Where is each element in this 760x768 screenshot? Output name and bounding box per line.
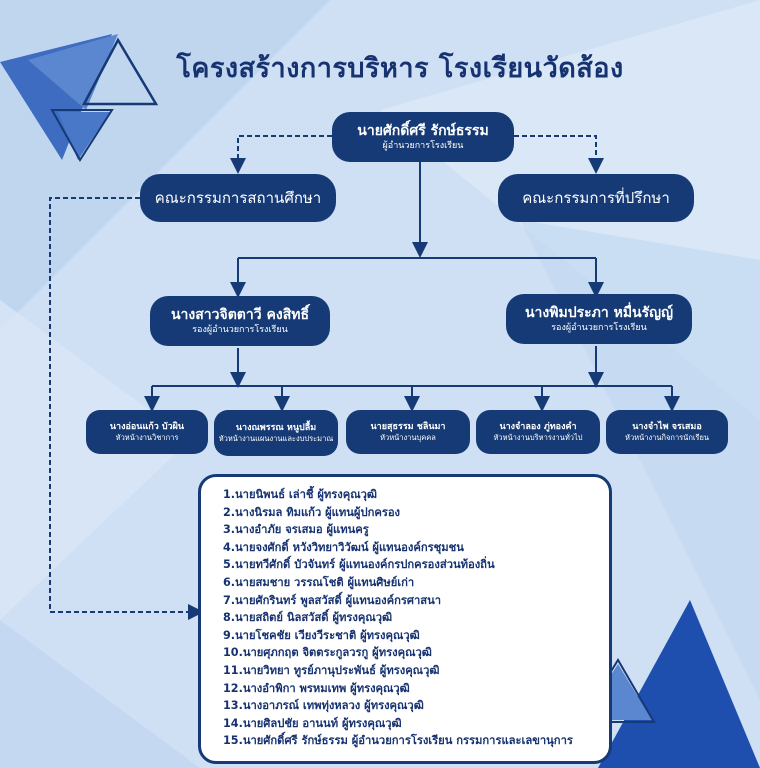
list-item: 1.นายนิพนธ์ เล่าชี้ ผู้ทรงคุณวุฒิ [223, 488, 378, 501]
list-item: 13.นางอาภรณ์ เทพทุ่งหลวง ผู้ทรงคุณวุฒิ [223, 699, 424, 713]
director-name: นายศักดิ์ศรี รักษ์ธรรม [357, 122, 489, 139]
head-node-budget: นางณพรรณ หนูปลื้ม หัวหน้างานแผนงานและงบป… [214, 410, 338, 456]
deputy-right-name: นางพิมประภา หมื่นรัญญ์ [524, 304, 674, 321]
list-item: 5.นายทวีศักดิ์ บัวจันทร์ ผู้แทนองค์กรปกค… [223, 558, 495, 572]
deputy-right-role: รองผู้อำนวยการโรงเรียน [551, 322, 647, 333]
list-item: 4.นายจงศักดิ์ หวังวิทยาวิวัฒน์ ผู้แทนองค… [223, 540, 464, 554]
advisory-board-label: คณะกรรมการที่ปรึกษา [522, 188, 670, 207]
head-name: นางณพรรณ หนูปลื้ม [235, 423, 317, 433]
list-item: 6.นายสมชาย วรรณโชติ ผู้แทนศิษย์เก่า [223, 575, 415, 589]
board-members-panel: 1.นายนิพนธ์ เล่าชี้ ผู้ทรงคุณวุฒิ 2.นางน… [198, 474, 612, 764]
deputy-left-node: นางสาวจิตตาวี คงสิทธิ์ รองผู้อำนวยการโรง… [150, 296, 330, 346]
head-name: นางอ่อนแก้ว บัวผิน [109, 422, 185, 432]
list-item: 2.นางนิรมล ทิมแก้ว ผู้แทนผู้ปกครอง [223, 505, 401, 519]
head-name: นางจำลอง ภู่ทองคำ [499, 422, 577, 432]
advisory-board-node: คณะกรรมการที่ปรึกษา [498, 174, 694, 222]
deputy-left-name: นางสาวจิตตาวี คงสิทธิ์ [170, 306, 310, 323]
head-role: หัวหน้างานบริหารงานทั่วไป [493, 433, 583, 442]
head-role: หัวหน้างานกิจการนักเรียน [625, 433, 709, 442]
head-node-academic: นางอ่อนแก้ว บัวผิน หัวหน้างานวิชาการ [86, 410, 208, 454]
list-item: 12.นางอำพิกา พรหมเทพ ผู้ทรงคุณวุฒิ [223, 681, 410, 695]
head-node-personnel: นายสุธรรม ชลินมา หัวหน้างานบุคคล [346, 410, 470, 454]
list-item: 14.นายศิลปชัย อานนท์ ผู้ทรงคุณวุฒิ [223, 716, 402, 730]
deputy-left-role: รองผู้อำนวยการโรงเรียน [192, 324, 288, 335]
board-members-list: 1.นายนิพนธ์ เล่าชี้ ผู้ทรงคุณวุฒิ 2.นางน… [223, 486, 609, 750]
head-node-student-affairs: นางจำไพ จรเสมอ หัวหน้างานกิจการนักเรียน [606, 410, 728, 454]
head-node-general: นางจำลอง ภู่ทองคำ หัวหน้างานบริหารงานทั่… [476, 410, 600, 454]
page-title: โครงสร้างการบริหาร โรงเรียนวัดส้อง [176, 53, 624, 84]
head-role: หัวหน้างานแผนงานและงบประมาณ [218, 434, 334, 443]
head-name: นางจำไพ จรเสมอ [632, 422, 702, 432]
director-role: ผู้อำนวยการโรงเรียน [382, 140, 464, 151]
list-item: 15.นายศักดิ์ศรี รักษ์ธรรม ผู้อำนวยการโรง… [223, 734, 573, 748]
head-role: หัวหน้างานบุคคล [380, 433, 436, 442]
list-item: 11.นายวิทยา ทูรย์ภานุประพันธ์ ผู้ทรงคุณว… [223, 663, 440, 677]
school-board-label: คณะกรรมการสถานศึกษา [154, 188, 322, 207]
list-item: 8.นายสถิตย์ นิลสวัสดิ์ ผู้ทรงคุณวุฒิ [223, 611, 393, 625]
head-role: หัวหน้างานวิชาการ [115, 433, 179, 442]
list-item: 10.นายศุภกฤต จิตตระกูลวรกู ผู้ทรงคุณวุฒิ [223, 646, 432, 660]
deputy-right-node: นางพิมประภา หมื่นรัญญ์ รองผู้อำนวยการโรง… [506, 294, 692, 344]
head-name: นายสุธรรม ชลินมา [370, 422, 446, 432]
list-item: 7.นายศักรินทร์ พูลสวัสดิ์ ผู้แทนองค์กรศา… [223, 593, 442, 607]
school-board-node: คณะกรรมการสถานศึกษา [140, 174, 336, 222]
list-item: 3.นางอำภัย จรเสมอ ผู้แทนครู [223, 523, 369, 537]
director-node: นายศักดิ์ศรี รักษ์ธรรม ผู้อำนวยการโรงเรี… [332, 112, 514, 162]
list-item: 9.นายโชคชัย เวียงวีระชาติ ผู้ทรงคุณวุฒิ [223, 628, 420, 642]
